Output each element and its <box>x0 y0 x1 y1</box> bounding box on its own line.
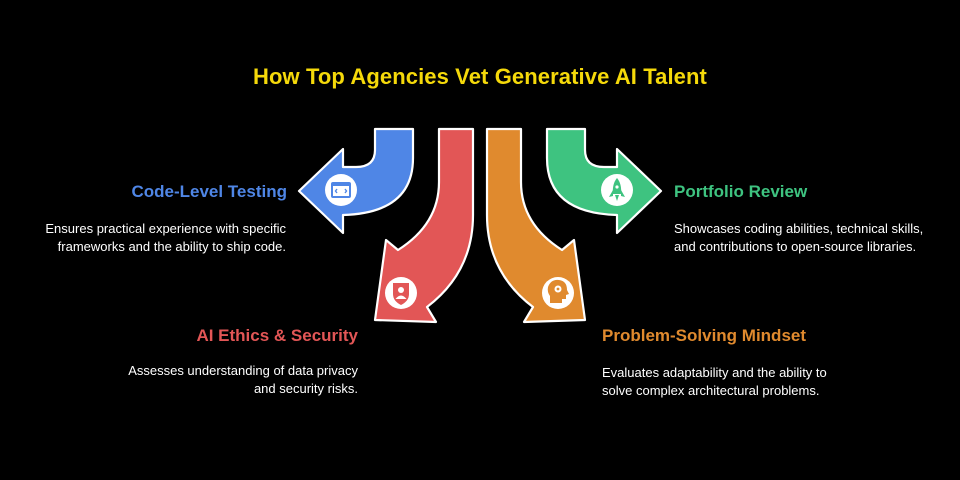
portfolio-review-description: Showcases coding abilities, technical sk… <box>674 221 924 254</box>
rocket-icon <box>601 174 633 206</box>
code-level-testing-heading: Code-Level Testing <box>131 182 287 201</box>
problem-solving-mindset-heading: Problem-Solving Mindset <box>602 326 807 345</box>
user-shield-icon <box>385 277 417 309</box>
orange-arrow <box>485 127 587 324</box>
code-window-icon <box>325 174 357 206</box>
ai-ethics-security-description: Assesses understanding of data privacy a… <box>128 363 358 396</box>
ai-ethics-security-heading: AI Ethics & Security <box>196 326 358 345</box>
problem-solving-mindset-description: Evaluates adaptability and the ability t… <box>602 365 827 398</box>
portfolio-review-heading: Portfolio Review <box>674 182 808 201</box>
blue-arrow <box>297 127 415 235</box>
code-level-testing-description: Ensures practical experience with specif… <box>45 221 286 254</box>
red-arrow <box>373 127 475 324</box>
head-gear-icon <box>542 277 574 309</box>
diagram-title: How Top Agencies Vet Generative AI Talen… <box>253 64 707 89</box>
